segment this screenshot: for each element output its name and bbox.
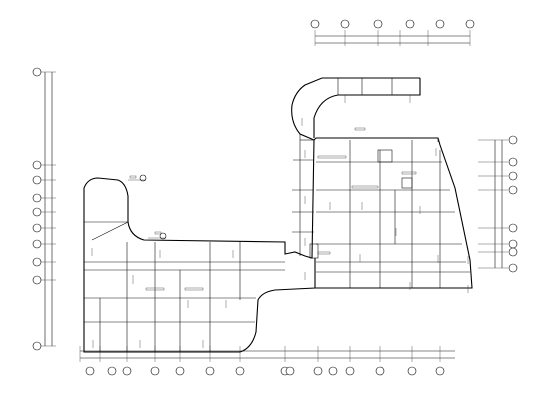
fixture-marks <box>91 95 469 348</box>
right-dimension-line <box>478 135 518 273</box>
bottom-dimension-line <box>79 346 455 376</box>
building-outline <box>83 77 473 353</box>
interior-partitions <box>84 78 470 352</box>
left-dimension-line <box>32 67 56 351</box>
top-dimension-line <box>310 19 475 46</box>
